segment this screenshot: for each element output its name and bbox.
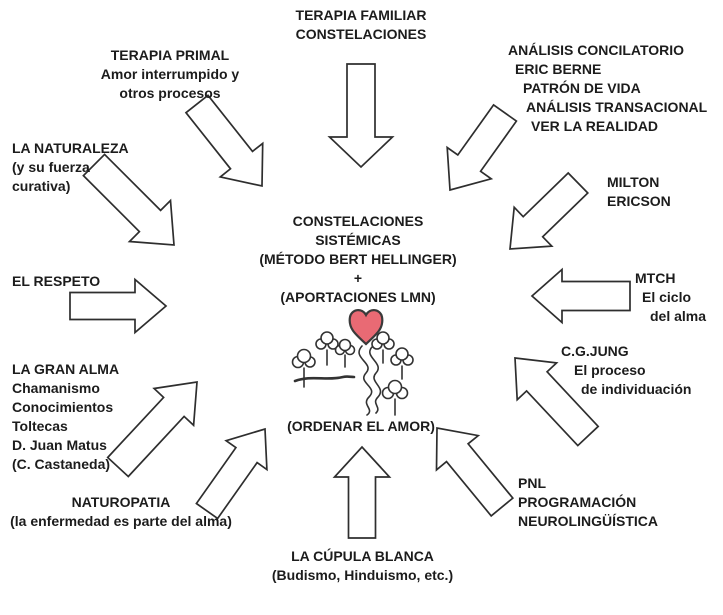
node-line: (la enfermedad es parte del alma): [10, 513, 232, 529]
heart-icon: [348, 309, 384, 346]
tree-icon: [315, 331, 339, 366]
node-line: El ciclo: [642, 289, 692, 305]
tree-icon: [371, 331, 395, 364]
node-line: MTCH: [635, 270, 676, 286]
node-line: MILTON: [607, 174, 660, 190]
center-title: CONSTELACIONES SISTÉMICAS (MÉTODO BERT H…: [243, 212, 473, 307]
node-line: El proceso: [574, 362, 646, 378]
arrow-concilatorio-to-center: [446, 103, 518, 192]
node-line: Chamanismo: [12, 380, 100, 396]
node-line: Amor interrumpido y: [100, 66, 240, 82]
path-line: [358, 345, 373, 416]
ground-line: [293, 375, 356, 383]
center-title-line: SISTÉMICAS: [315, 232, 401, 248]
node-line: NATUROPATIA: [71, 494, 171, 510]
arrow-cupula-to-center: [332, 445, 392, 539]
node-milton-ericson: MILTON ERICSON: [607, 173, 671, 211]
node-line: C.G.JUNG: [561, 343, 629, 359]
node-line: PROGRAMACIÓN: [518, 494, 637, 510]
node-cg-jung: C.G.JUNG El proceso de individuación: [561, 342, 691, 399]
node-line: ANÁLISIS TRANSACIONAL: [526, 99, 708, 115]
node-line: del alma: [650, 308, 707, 324]
arrow-naturaleza-to-center: [82, 153, 175, 246]
node-terapia-primal: TERAPIA PRIMAL Amor interrumpido y otros…: [70, 46, 270, 103]
node-line: curativa): [12, 178, 71, 194]
center-title-line: +: [353, 270, 363, 286]
arrow-pnl-to-center: [435, 426, 514, 518]
arrow-respeto-to-center: [69, 277, 168, 335]
tree-icon: [390, 347, 414, 380]
node-mtch: MTCH El ciclo del alma: [635, 269, 706, 326]
node-line: TERAPIA FAMILIAR: [295, 7, 427, 23]
node-line: LA NATURALEZA: [12, 140, 129, 156]
node-el-respeto: EL RESPETO: [12, 272, 100, 291]
center-caption: (ORDENAR EL AMOR): [256, 417, 466, 436]
node-line: EL RESPETO: [12, 273, 101, 289]
node-line: VER LA REALIDAD: [531, 118, 659, 134]
node-la-naturaleza: LA NATURALEZA (y su fuerza curativa): [12, 139, 129, 196]
arrow-naturopatia-to-center: [195, 427, 268, 520]
node-line: Conocimientos: [12, 399, 114, 415]
node-line: CONSTELACIONES: [295, 26, 427, 42]
node-line: NEUROLINGÜÍSTICA: [518, 513, 658, 529]
forest-path-illustration: [291, 309, 414, 416]
arrow-jung-to-center: [514, 357, 600, 447]
center-title-line: CONSTELACIONES: [292, 213, 424, 229]
path-line: [369, 346, 382, 414]
node-line: LA CÚPULA BLANCA: [291, 548, 434, 564]
node-la-gran-alma: LA GRAN ALMA Chamanismo Conocimientos To…: [12, 360, 119, 474]
arrow-gran-alma-to-center: [106, 380, 198, 478]
node-line: D. Juan Matus: [12, 437, 107, 453]
node-line: ERICSON: [607, 193, 671, 209]
node-pnl: PNL PROGRAMACIÓN NEUROLINGÜÍSTICA: [518, 474, 658, 531]
node-naturopatia: NATUROPATIA (la enfermedad es parte del …: [0, 493, 242, 531]
node-line: ERIC BERNE: [515, 61, 602, 77]
center-title-line: (MÉTODO BERT HELLINGER): [259, 251, 457, 267]
tree-icon: [291, 348, 316, 388]
node-line: TERAPIA PRIMAL: [110, 47, 230, 63]
arrow-terapia-primal-to-center: [184, 94, 264, 188]
node-line: (Budismo, Hinduismo, etc.): [271, 567, 454, 583]
center-title-line: (APORTACIONES LMN): [280, 289, 436, 305]
node-line: (C. Castaneda): [12, 456, 111, 472]
arrow-mtch-to-center: [530, 267, 631, 325]
node-line: LA GRAN ALMA: [12, 361, 120, 377]
arrow-milton-to-center: [509, 171, 590, 250]
arrow-terapia-familiar-to-center: [327, 63, 395, 169]
node-line: de individuación: [581, 381, 692, 397]
node-line: otros procesos: [119, 85, 221, 101]
node-line: Toltecas: [12, 418, 68, 434]
node-analisis-concilatorio: ANÁLISIS CONCILATORIO ERIC BERNE PATRÓN …: [508, 41, 707, 136]
node-terapia-familiar: TERAPIA FAMILIAR CONSTELACIONES: [241, 6, 481, 44]
node-line: (y su fuerza: [12, 159, 90, 175]
node-line: PNL: [518, 475, 546, 491]
tree-icon: [381, 379, 409, 416]
node-line: ANÁLISIS CONCILATORIO: [508, 42, 685, 58]
tree-icon: [334, 338, 356, 368]
node-line: PATRÓN DE VIDA: [523, 80, 641, 96]
center-caption-line: (ORDENAR EL AMOR): [287, 418, 435, 434]
node-la-cupula-blanca: LA CÚPULA BLANCA (Budismo, Hinduismo, et…: [255, 547, 470, 585]
